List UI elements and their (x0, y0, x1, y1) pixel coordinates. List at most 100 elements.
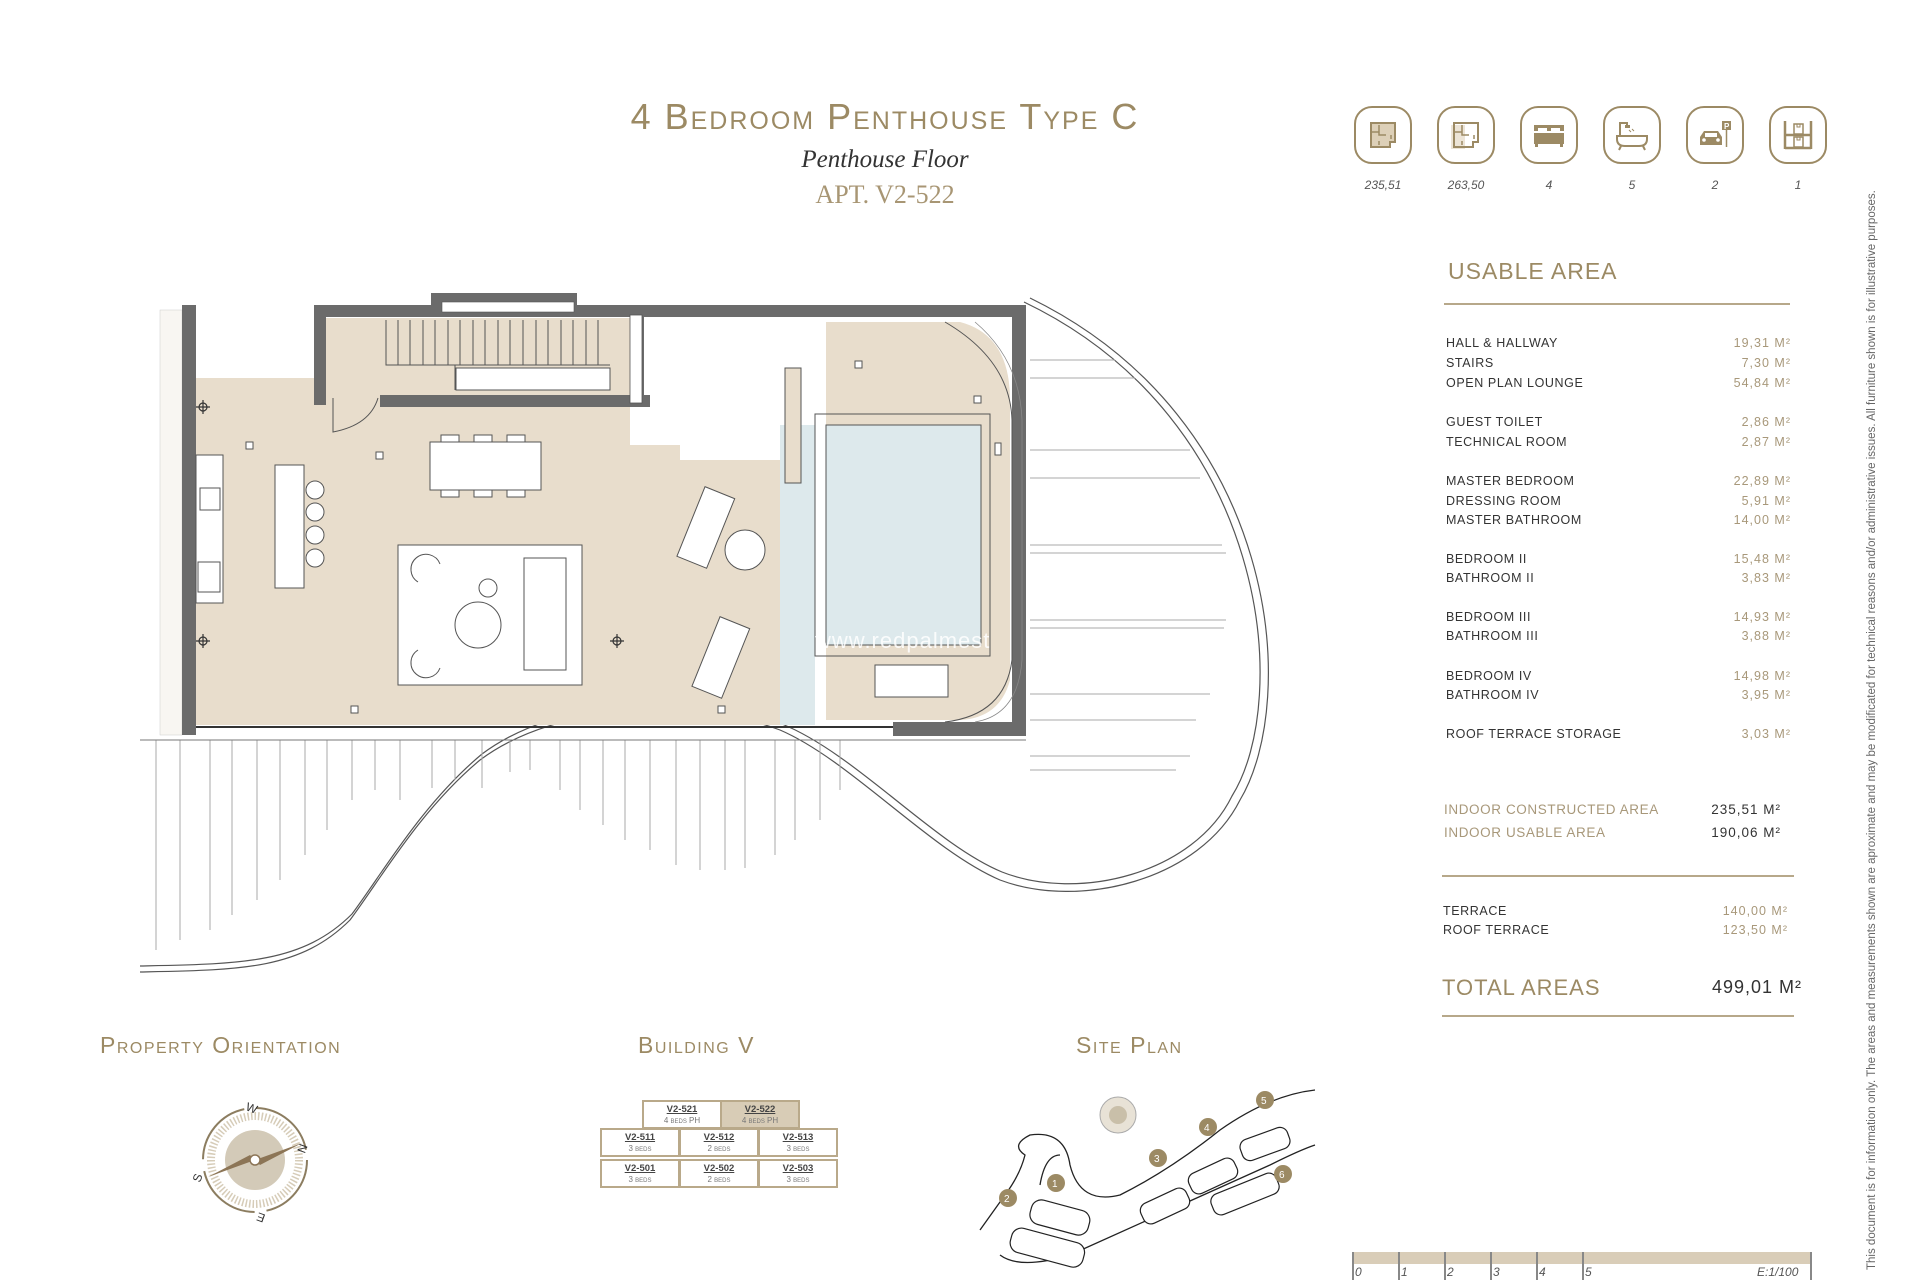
area-value: 3,88 M² (1741, 629, 1791, 643)
area-value: 5,91 M² (1741, 494, 1791, 508)
area-label: Bedroom IV (1446, 669, 1532, 683)
usable-area-title: USABLE AREA (1448, 258, 1618, 284)
area-value: 3,03 M² (1741, 727, 1791, 741)
area-row: Bedroom IV 14,98 M² (1446, 669, 1791, 683)
area-label: Terrace (1443, 904, 1507, 918)
area-value: 14,93 M² (1733, 610, 1791, 624)
area-label: Technical Room (1446, 435, 1568, 449)
area-row: Guest Toilet2,86 M² (1446, 415, 1791, 429)
building-title: Building V (638, 1032, 755, 1058)
area-value: 123,50 M² (1722, 923, 1788, 937)
feature-storage: 1 (1763, 106, 1833, 192)
area-value: 7,30 M² (1741, 356, 1791, 370)
site-markers: 1 2 3 4 5 6 (999, 1091, 1292, 1207)
svg-text:E: E (255, 1209, 267, 1225)
constructed-area-icon (1354, 106, 1412, 164)
area-value: 14,98 M² (1733, 669, 1791, 683)
scale-tick-label: 0 (1355, 1265, 1362, 1279)
summary-value: 235,51 M² (1711, 802, 1781, 817)
divider (1442, 1015, 1794, 1017)
feature-parking: P 2 (1680, 106, 1750, 192)
scale-ratio: E:1/100 (1757, 1265, 1799, 1279)
scale-tick-label: 3 (1493, 1265, 1500, 1279)
disclaimer-text: This document is for information only. T… (1866, 190, 1878, 1270)
total-label: TOTAL AREAS (1442, 975, 1601, 1000)
orientation-title: Property Orientation (100, 1032, 342, 1058)
svg-text:1: 1 (1052, 1179, 1058, 1190)
scale-tick-label: 1 (1401, 1265, 1408, 1279)
site-plan-title: Site Plan (1076, 1032, 1183, 1058)
area-row: Technical Room2,87 M² (1446, 435, 1791, 449)
site-plan-map: 1 2 3 4 5 6 (979, 1089, 1316, 1268)
stairs (385, 320, 610, 390)
floor-plan (139, 293, 1269, 973)
area-row: Master Bathroom14,00 M² (1446, 513, 1791, 527)
parking-icon: P (1686, 106, 1744, 164)
area-label: Hall & Hallway (1446, 336, 1558, 350)
roof-terrace-row: Roof Terrace 123,50 M² (1443, 923, 1788, 937)
area-row: Master Bedroom 22,89 M² (1446, 474, 1791, 488)
feature-icons: 235,51 263,50 4 5 P 2 1 (1348, 106, 1838, 206)
total-area-icon (1437, 106, 1495, 164)
storage-icon (1769, 106, 1827, 164)
divider (1444, 303, 1790, 305)
summary-label: Indoor Usable Area (1444, 825, 1606, 840)
area-row: Hall & Hallway 19,31 M² (1446, 336, 1791, 350)
terrace-outline (139, 297, 1269, 973)
feature-value: 4 (1545, 178, 1553, 192)
floor-subtitle: Penthouse Floor (801, 146, 969, 173)
area-row: Stairs 7,30 M² (1446, 356, 1791, 370)
area-value: 15,48 M² (1733, 552, 1791, 566)
area-value: 22,89 M² (1733, 474, 1791, 488)
summary-label: Indoor Constructed Area (1444, 802, 1659, 817)
terrace-row: Terrace140,00 M² (1443, 904, 1788, 918)
total-value: 499,01 M² (1711, 977, 1802, 997)
total-areas-row: TOTAL AREAS 499,01 M² (1442, 975, 1802, 1001)
svg-text:W: W (244, 1100, 260, 1117)
area-row: Bathroom II3,83 M² (1446, 571, 1791, 585)
feature-constructed-area: 235,51 (1348, 106, 1418, 192)
feature-value: 2 (1711, 178, 1719, 192)
summary-value: 190,06 M² (1711, 825, 1781, 840)
area-label: Dressing Room (1446, 494, 1562, 508)
area-label: Bathroom IV (1446, 688, 1540, 702)
scale-tick-label: 5 (1585, 1265, 1592, 1279)
scale-tick-label: 4 (1539, 1265, 1546, 1279)
feature-total-area: 263,50 (1431, 106, 1501, 192)
indoor-usable-row: Indoor Usable Area 190,06 M² (1444, 825, 1789, 840)
feature-bathrooms: 5 (1597, 106, 1667, 192)
area-value: 3,83 M² (1741, 571, 1791, 585)
area-row: Bathroom IV3,95 M² (1446, 688, 1791, 702)
area-label: Roof Terrace (1443, 923, 1550, 937)
svg-text:P: P (1724, 122, 1730, 131)
svg-text:S: S (190, 1172, 206, 1184)
svg-text:N: N (294, 1142, 310, 1155)
svg-text:3: 3 (1154, 1154, 1160, 1165)
area-label: Master Bedroom (1446, 474, 1575, 488)
apartment-id: APT. V2-522 (815, 180, 955, 209)
area-label: Bathroom III (1446, 629, 1539, 643)
area-label: Guest Toilet (1446, 415, 1543, 429)
compass-icon: W N S E (190, 1100, 310, 1225)
area-value: 19,31 M² (1733, 336, 1791, 350)
area-value: 14,00 M² (1733, 513, 1791, 527)
area-row: Roof Terrace Storage 3,03 M² (1446, 727, 1791, 741)
area-label: Stairs (1446, 356, 1494, 370)
divider (1442, 875, 1794, 877)
feature-value: 1 (1794, 178, 1802, 192)
scale-bar: 0 1 2 3 4 5 E:1/100 (1352, 1252, 1812, 1280)
svg-text:6: 6 (1279, 1170, 1285, 1181)
area-label: Open Plan Lounge (1446, 376, 1584, 390)
feature-value: 5 (1628, 178, 1636, 192)
area-label: Roof Terrace Storage (1446, 727, 1622, 741)
